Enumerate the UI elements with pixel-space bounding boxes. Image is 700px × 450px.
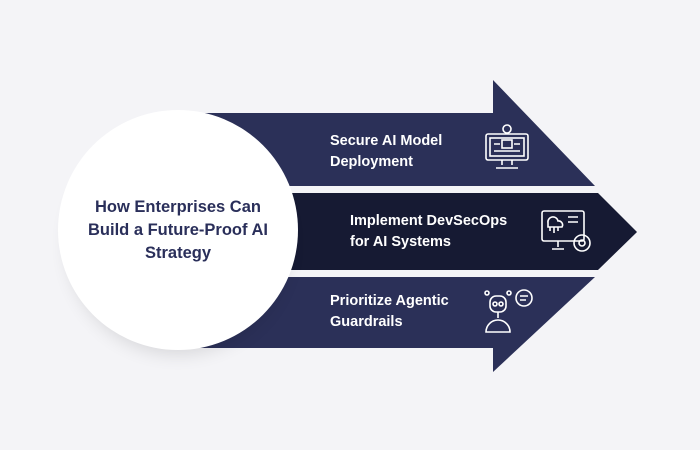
diagram-title: How Enterprises Can Build a Future-Proof… bbox=[88, 197, 268, 262]
title-circle: How Enterprises Can Build a Future-Proof… bbox=[58, 110, 298, 350]
step-2-label: Implement DevSecOps for AI Systems bbox=[350, 211, 507, 253]
monitor-chip-icon bbox=[485, 124, 529, 169]
step-2-line1: Implement DevSecOps bbox=[350, 213, 508, 229]
step-3-line2: Guardrails bbox=[330, 314, 403, 330]
robot-chat-icon bbox=[484, 289, 533, 333]
cloud-monitor-gear-icon bbox=[541, 210, 591, 252]
band-guardrails bbox=[200, 277, 595, 372]
step-3-label: Prioritize Agentic Guardrails bbox=[330, 291, 449, 333]
step-1-label: Secure AI Model Deployment bbox=[330, 131, 442, 173]
step-2-line2: for AI Systems bbox=[350, 234, 451, 250]
band-devsecops bbox=[200, 193, 637, 270]
step-1-line2: Deployment bbox=[330, 154, 413, 170]
step-3-line1: Prioritize Agentic bbox=[330, 293, 449, 309]
step-1-line1: Secure AI Model bbox=[330, 133, 443, 149]
